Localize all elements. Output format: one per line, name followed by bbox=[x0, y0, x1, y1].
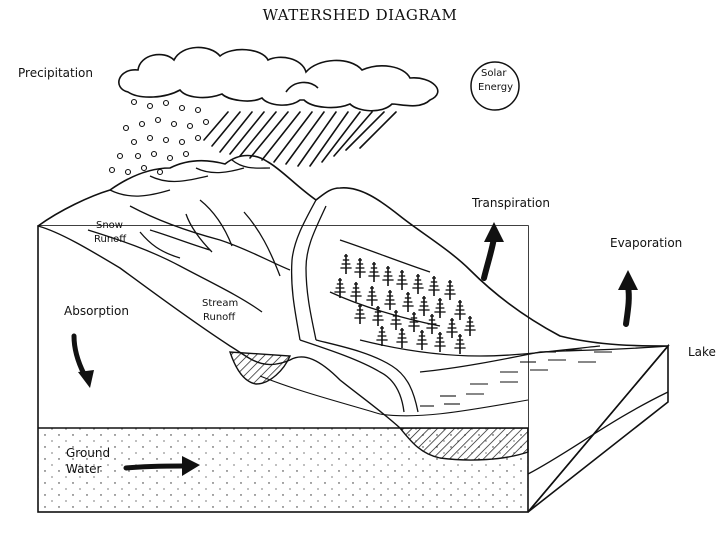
sun-icon bbox=[470, 61, 520, 111]
tree-icon bbox=[454, 334, 466, 354]
tree-icon bbox=[418, 296, 430, 316]
absorption-arrow bbox=[71, 333, 94, 388]
tree-icon bbox=[366, 286, 378, 306]
tree-icon bbox=[454, 300, 466, 320]
tree-icon bbox=[382, 266, 394, 286]
transpiration-arrow bbox=[481, 222, 504, 281]
label-snow-runoff: Runoff bbox=[94, 234, 127, 245]
label-transpiration: Transpiration bbox=[472, 196, 550, 210]
lake-ripples bbox=[420, 349, 612, 407]
tree-icon bbox=[446, 318, 458, 338]
label-lake: Lake bbox=[688, 345, 716, 359]
terrain-ridge bbox=[37, 154, 670, 513]
label-stream: Stream bbox=[202, 298, 239, 309]
tree-icon bbox=[390, 310, 402, 330]
tree-icon bbox=[434, 332, 446, 352]
label-water: Water bbox=[66, 462, 102, 476]
tree-icon bbox=[428, 276, 440, 296]
tree-icon bbox=[384, 290, 396, 310]
tree-icon bbox=[350, 282, 362, 302]
tree-icon bbox=[334, 278, 346, 298]
snowfall bbox=[108, 98, 210, 176]
label-snow: Snow bbox=[96, 220, 123, 231]
label-solar: Solar bbox=[481, 68, 507, 79]
mountain-contours bbox=[87, 159, 669, 413]
ground-water-arrow bbox=[123, 456, 200, 476]
tree-icon bbox=[408, 312, 420, 332]
tree-icon bbox=[340, 254, 352, 274]
label-evaporation: Evaporation bbox=[610, 236, 683, 250]
tree-icon bbox=[444, 280, 456, 300]
label-absorption: Absorption bbox=[64, 304, 129, 318]
label-ground: Ground bbox=[66, 446, 111, 460]
lake-bed bbox=[398, 427, 529, 461]
tree-icon bbox=[354, 304, 366, 324]
tree-icon bbox=[354, 258, 366, 278]
tree-icon bbox=[426, 314, 438, 334]
tree-icon bbox=[396, 270, 408, 290]
tree-icon bbox=[372, 306, 384, 326]
evaporation-arrow bbox=[618, 270, 638, 327]
cloud bbox=[118, 46, 439, 112]
tree-icon bbox=[402, 292, 414, 312]
label-stream-runoff: Runoff bbox=[203, 312, 236, 323]
small-pond bbox=[229, 351, 292, 385]
tree-icon bbox=[368, 262, 380, 282]
tree-icon bbox=[412, 274, 424, 294]
label-energy: Energy bbox=[478, 82, 514, 93]
diagram-title: WATERSHED DIAGRAM bbox=[262, 6, 458, 24]
forest bbox=[334, 254, 476, 354]
label-precipitation: Precipitation bbox=[18, 66, 94, 80]
tree-icon bbox=[416, 330, 428, 350]
tree-icon bbox=[376, 326, 388, 346]
rainfall bbox=[203, 111, 397, 167]
tree-icon bbox=[396, 328, 408, 348]
tree-icon bbox=[434, 298, 446, 318]
tree-icon bbox=[464, 316, 476, 336]
